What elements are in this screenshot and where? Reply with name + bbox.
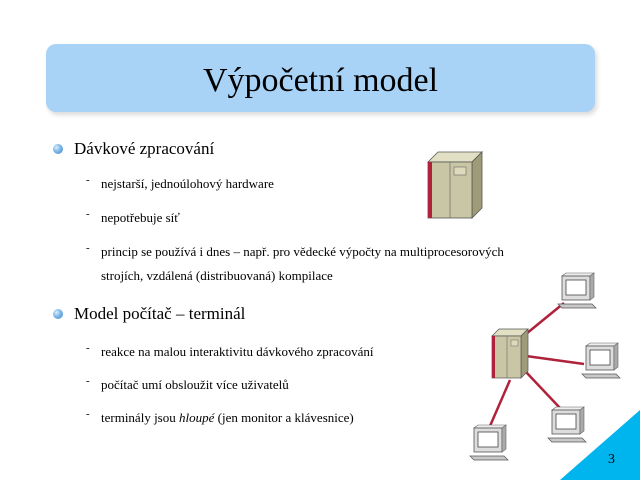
corner-accent [560,410,640,480]
list-item: počítač umí obsloužit více uživatelů [101,377,289,392]
list-item-line: strojích, vzdálená (distribuovaná) kompi… [101,268,333,283]
terminal-icon [547,406,587,443]
list-item: reakce na malou interaktivitu dávkového … [101,344,374,359]
list-item: nepotřebuje síť [101,210,180,225]
terminal-network-diagram [469,272,621,461]
list-item: nejstarší, jednoúlohový hardware [101,176,274,191]
mainframe-server-icon [491,328,529,379]
terminal-icon [469,424,509,461]
dash-bullet: - [86,342,90,354]
slide-title: Výpočetní model [202,62,439,99]
page-number: 3 [608,452,615,467]
list-item-text: (jen monitor a klávesnice) [214,410,354,425]
list-item: princip se používá i dnes – např. pro vě… [101,240,504,288]
section-heading-terminal-model: Model počítač – terminál [74,304,246,323]
list-item: terminály jsou hloupé (jen monitor a klá… [101,406,354,430]
dash-bullet: - [86,208,90,220]
dash-bullet: - [86,174,90,186]
emphasis-text: hloupé [179,410,215,425]
bullet-icon [53,144,63,154]
dash-bullet: - [86,375,90,387]
connection-lines [488,302,585,427]
bullet-icon [53,309,63,319]
list-item-text: terminály jsou [101,410,179,425]
terminal-icon [581,342,621,379]
dash-bullet: - [86,242,90,254]
terminal-icon [557,272,597,309]
list-item-line: princip se používá i dnes – např. pro vě… [101,244,504,259]
dash-bullet: - [86,408,90,420]
mainframe-server-icon [427,151,483,219]
section-heading-batch: Dávkové zpracování [74,139,215,158]
title-banner [46,44,595,112]
